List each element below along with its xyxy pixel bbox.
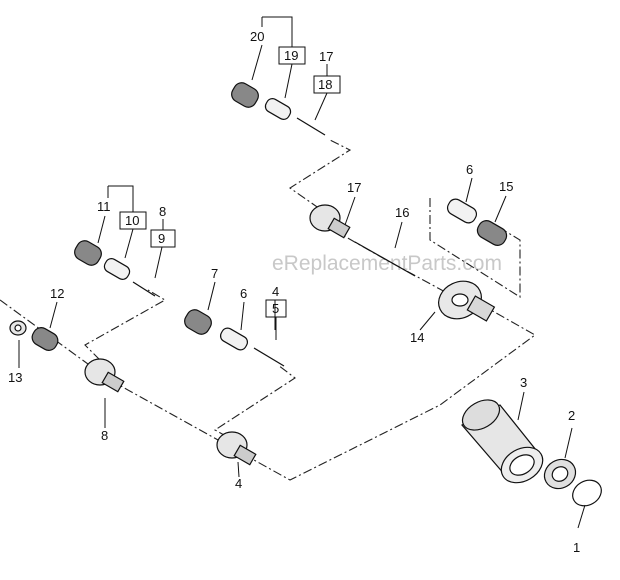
- sleeve-part-6-upper: [446, 198, 478, 224]
- label-part-8-upper: 8: [159, 204, 166, 219]
- label-part-12: 12: [50, 286, 64, 301]
- hub-part-8: [84, 358, 125, 393]
- gear-part-11: [74, 240, 102, 266]
- pin-part-9: [132, 281, 156, 297]
- carrier-part-14: [438, 280, 496, 322]
- label-part-2: 2: [568, 408, 575, 423]
- sleeve-part-10: [103, 258, 131, 280]
- label-part-1: 1: [573, 540, 580, 555]
- label-part-6-middle: 6: [240, 286, 247, 301]
- label-part-19: 19: [284, 48, 298, 63]
- bearing-part-2: [543, 458, 577, 490]
- label-part-14: 14: [410, 330, 424, 345]
- shaft-part-16: [354, 241, 416, 277]
- label-part-4-upper: 4: [272, 284, 279, 299]
- gear-part-15: [476, 220, 508, 246]
- label-part-9: 9: [158, 231, 165, 246]
- label-part-17-top: 17: [319, 49, 333, 64]
- hub-part-4: [216, 431, 257, 466]
- leader-lines: [18, 16, 586, 529]
- hub-part-17: [309, 204, 351, 239]
- washer-part-13: [9, 320, 27, 336]
- label-part-8-lower: 8: [101, 428, 108, 443]
- label-part-5: 5: [272, 301, 279, 316]
- label-part-20: 20: [250, 29, 264, 44]
- label-part-6-upper: 6: [466, 162, 473, 177]
- sleeve-part-19: [264, 98, 292, 120]
- label-part-18: 18: [318, 77, 332, 92]
- label-part-13: 13: [8, 370, 22, 385]
- label-part-3: 3: [520, 375, 527, 390]
- watermark: eReplacementParts.com: [272, 252, 502, 275]
- housing-part-3: [461, 399, 544, 484]
- label-part-17-hub: 17: [347, 180, 361, 195]
- label-part-15: 15: [499, 179, 513, 194]
- snap-ring-part-1: [572, 479, 602, 507]
- sleeve-part-6-middle: [219, 327, 249, 351]
- gear-part-20: [231, 82, 259, 108]
- gear-part-7: [184, 309, 212, 335]
- pin-part-5: [253, 347, 285, 367]
- label-part-16: 16: [395, 205, 409, 220]
- label-part-4-lower: 4: [235, 476, 242, 491]
- part-labels: 1 2 3 4 4 5 6 6 7 8 8 9 10 11 12 13 14 1…: [8, 29, 580, 555]
- label-part-11: 11: [97, 199, 111, 214]
- label-part-7: 7: [211, 266, 218, 281]
- pin-part-18: [296, 117, 326, 136]
- gear-part-12: [31, 327, 59, 351]
- label-part-10: 10: [125, 213, 139, 228]
